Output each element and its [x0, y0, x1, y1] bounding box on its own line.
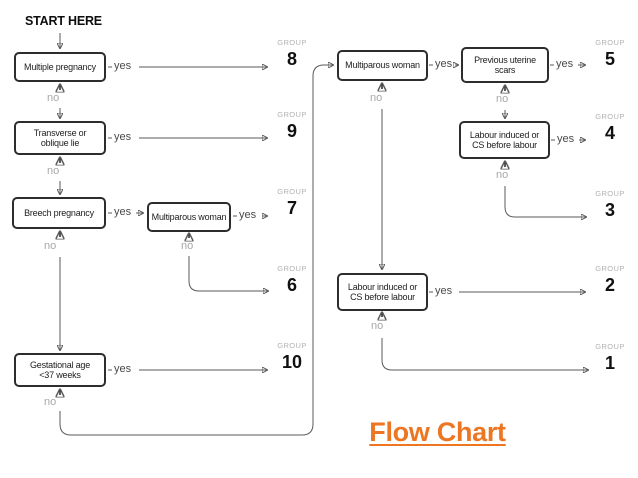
group-1-caption: GROUP [595, 342, 625, 351]
edge-gestational-no-loop [59, 65, 333, 436]
yes-label-labour-lower: yes [435, 285, 453, 297]
group-10: GROUP 10 [268, 341, 316, 371]
node-multiple-pregnancy: Multiple pregnancy [14, 52, 106, 82]
group-3-caption: GROUP [595, 189, 625, 198]
group-4-caption: GROUP [595, 112, 625, 121]
node-breech-pregnancy: Breech pregnancy [12, 197, 106, 229]
no-label-scars: no [496, 93, 509, 105]
node-labour-induced-cs-upper: Labour induced or CS before labour [459, 121, 550, 159]
group-6-number: 6 [286, 275, 297, 295]
group-7-caption: GROUP [277, 187, 307, 196]
no-label-breech: no [44, 240, 57, 252]
yes-label-gestational: yes [114, 363, 132, 375]
group-5: GROUP 5 [586, 38, 634, 68]
group-9: GROUP 9 [268, 110, 316, 140]
group-4-number: 4 [604, 123, 615, 143]
yes-label-multiple: yes [114, 60, 132, 72]
no-label-gestational: no [44, 396, 57, 408]
node-multiparous-woman: Multiparous woman [337, 50, 428, 81]
edge-labour-upper-no [504, 186, 586, 217]
group-3-number: 3 [604, 200, 615, 220]
node-multiparous-woman-breech: Multiparous woman [147, 202, 231, 232]
page-title: Flow Chart [369, 417, 506, 447]
node-labour-induced-cs-lower: Labour induced or CS before labour [337, 273, 428, 311]
group-9-number: 9 [286, 121, 297, 141]
node-gestational-age-under-37: Gestational age <37 weeks [14, 353, 106, 387]
group-5-caption: GROUP [595, 38, 625, 47]
group-5-number: 5 [604, 49, 615, 69]
group-2-caption: GROUP [595, 264, 625, 273]
group-2-number: 2 [604, 275, 615, 295]
group-2: GROUP 2 [586, 264, 634, 294]
edge-labour-lower-no [381, 338, 588, 370]
node-previous-uterine-scars: Previous uterine scars [461, 47, 549, 83]
yes-label-transverse: yes [114, 131, 132, 143]
group-10-number: 10 [281, 352, 303, 372]
yes-label-labour-upper: yes [557, 133, 575, 145]
group-8-number: 8 [286, 49, 297, 69]
no-label-multiple: no [47, 92, 60, 104]
group-8: GROUP 8 [268, 38, 316, 68]
group-9-caption: GROUP [277, 110, 307, 119]
group-8-caption: GROUP [277, 38, 307, 47]
no-label-labour-lower: no [371, 320, 384, 332]
no-label-transverse: no [47, 165, 60, 177]
yes-label-breech: yes [114, 206, 132, 218]
yes-label-multip: yes [435, 58, 453, 70]
node-transverse-oblique-lie: Transverse or oblique lie [14, 121, 106, 155]
group-7: GROUP 7 [268, 187, 316, 217]
group-1: GROUP 1 [586, 342, 634, 372]
yes-label-multip-breech: yes [239, 209, 257, 221]
edge-multip-breech-no [188, 256, 268, 291]
no-label-multip: no [370, 92, 383, 104]
no-label-multip-breech: no [181, 240, 194, 252]
group-10-caption: GROUP [277, 341, 307, 350]
start-here-label: START HERE [25, 14, 102, 28]
group-1-number: 1 [604, 353, 615, 373]
group-4: GROUP 4 [586, 112, 634, 142]
group-6-caption: GROUP [277, 264, 307, 273]
no-label-labour-upper: no [496, 169, 509, 181]
group-6: GROUP 6 [268, 264, 316, 294]
group-7-number: 7 [286, 198, 297, 218]
group-3: GROUP 3 [586, 189, 634, 219]
yes-label-scars: yes [556, 58, 574, 70]
